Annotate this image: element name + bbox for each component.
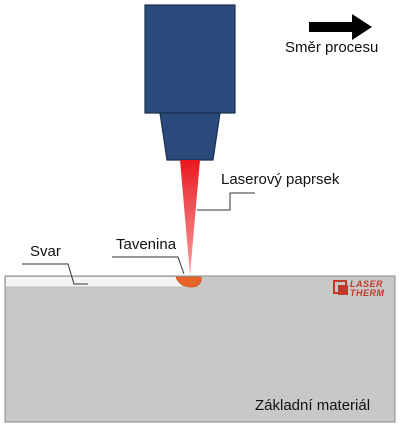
laser-therm-logo xyxy=(333,280,348,295)
laser-head-nozzle xyxy=(159,112,221,161)
base-material-label: Základní materiál xyxy=(255,397,371,414)
melt-pool xyxy=(175,276,202,288)
direction-label: Směr procesu xyxy=(285,39,379,56)
beam-leader-line xyxy=(197,192,255,211)
weld-label: Svar xyxy=(30,243,61,260)
beam-label: Laserový paprsek xyxy=(221,171,340,188)
weld-seam xyxy=(6,277,182,287)
base-material-block xyxy=(4,275,396,423)
direction-arrow-icon xyxy=(309,14,372,40)
melt-label: Tavenina xyxy=(116,236,177,253)
laser-head-body xyxy=(144,4,236,114)
weld-leader-line xyxy=(22,263,88,285)
melt-leader-line xyxy=(112,256,185,275)
logo-text-line1: LASER xyxy=(350,279,384,289)
logo-text-line2: THERM xyxy=(350,288,385,298)
laser-beam xyxy=(180,160,200,275)
